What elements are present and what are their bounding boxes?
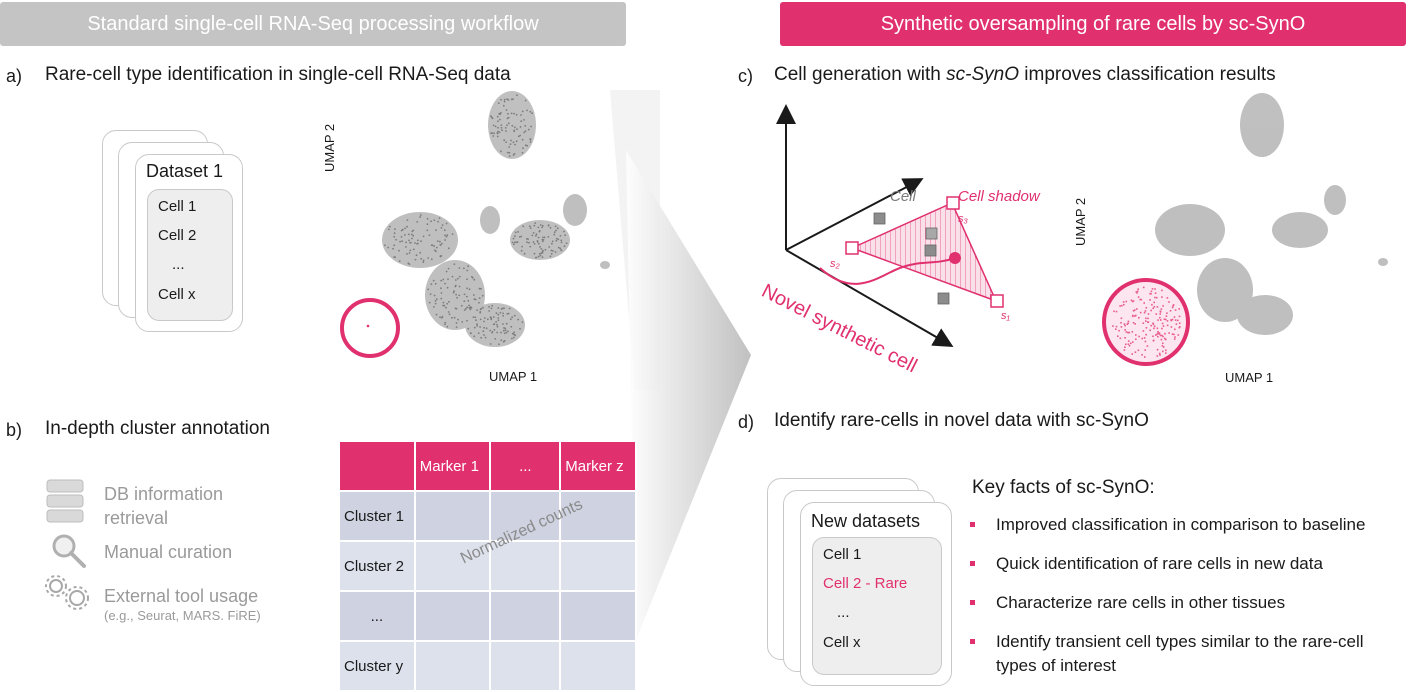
dataset-cell-2: Cell 2 — [158, 227, 197, 244]
flow-arrow — [626, 150, 751, 640]
banner-standard-workflow: Standard single-cell RNA-Seq processing … — [0, 2, 626, 46]
database-icon — [46, 479, 84, 523]
new-dataset-card-title: New datasets — [811, 511, 921, 531]
key-fact-2: Quick identification of rare cells in ne… — [996, 554, 1323, 573]
umap-left-points — [384, 94, 568, 346]
key-fact-4: Identify transient cell types similar to… — [996, 632, 1364, 651]
section-b-label: b) — [6, 420, 23, 440]
rare-cell-circle-right — [1102, 278, 1190, 366]
synthetic-connector — [819, 257, 956, 285]
new-cell-2-rare: Cell 2 - Rare — [823, 575, 908, 592]
key-fact-bullet — [970, 600, 975, 605]
dataset-card: Dataset 1 Cell 1 Cell 2 ... Cell x — [135, 154, 243, 332]
key-fact-bullet — [970, 522, 975, 527]
dataset-cell-ellipsis: ... — [172, 256, 185, 273]
marker-table: Marker 1 ... Marker z Cluster 1 Cluster … — [338, 440, 637, 692]
banner-standard-workflow-text: Standard single-cell RNA-Seq processing … — [87, 12, 539, 35]
cell-cube — [873, 212, 950, 305]
marker-table-row-label: Cluster 2 — [338, 540, 416, 592]
gears-icon — [45, 575, 89, 610]
rare-cells-oversampled — [1112, 286, 1181, 358]
new-cell-x: Cell x — [823, 634, 861, 651]
s2-label: s₂ — [830, 258, 840, 270]
umap-left-clusters — [382, 91, 610, 347]
umap-left-y-label: UMAP 2 — [322, 123, 337, 172]
umap-right-x-label: UMAP 1 — [1225, 370, 1274, 385]
rare-cell-circle-left — [340, 298, 400, 358]
umap-right-plot — [1102, 93, 1388, 366]
key-fact-4-cont: types of interest — [996, 656, 1117, 675]
section-a-label: a) — [6, 66, 23, 86]
section-c-title-post: improves classification results — [1019, 64, 1276, 85]
table-row: Cluster 1 — [338, 490, 637, 542]
marker-table-header-marker-z: Marker z — [559, 440, 637, 492]
new-cell-ellipsis: ... — [837, 604, 850, 621]
db-retrieval-line1: DB information — [104, 484, 224, 504]
umap-left-x-label: UMAP 1 — [489, 369, 538, 384]
dataset-cell-1: Cell 1 — [158, 198, 197, 215]
marker-table-corner — [338, 440, 416, 492]
axis-z — [785, 178, 924, 251]
external-tool-text: External tool usage — [104, 586, 259, 606]
table-row: ... — [338, 590, 637, 642]
new-cell-1: Cell 1 — [823, 546, 862, 563]
section-c-title-pre: Cell generation with — [774, 64, 947, 85]
table-row: Cluster y — [338, 640, 637, 692]
manual-curation-text: Manual curation — [104, 542, 233, 562]
key-fact-3: Characterize rare cells in other tissues — [996, 593, 1286, 612]
table-row: Cluster 2 — [338, 540, 637, 592]
key-fact-1: Improved classification in comparison to… — [996, 515, 1366, 534]
dataset-cell-x: Cell x — [158, 286, 196, 303]
section-d-title: Identify rare-cells in novel data with s… — [774, 410, 1149, 431]
cell-label: Cell — [890, 188, 916, 205]
umap-left-plot — [340, 90, 660, 390]
marker-table-row-label: Cluster 1 — [338, 490, 416, 542]
external-tool-examples: (e.g., Seurat, MARS. FiRE) — [104, 608, 261, 623]
key-fact-bullet — [970, 639, 975, 644]
marker-table-header-row: Marker 1 ... Marker z — [338, 440, 637, 492]
umap-right-y-label: UMAP 2 — [1073, 197, 1088, 246]
umap-right-clusters — [1155, 93, 1388, 335]
marker-table-header-marker-1: Marker 1 — [413, 440, 492, 492]
dataset-cell-list: Cell 1 Cell 2 ... Cell x — [147, 189, 233, 321]
marker-table-row-label: Cluster y — [338, 640, 416, 692]
key-fact-bullet — [970, 561, 975, 566]
rare-cell-point-left — [366, 324, 370, 328]
banner-sc-synO: Synthetic oversampling of rare cells by … — [780, 2, 1406, 46]
marker-table-header-ellipsis: ... — [489, 440, 562, 492]
section-a-title: Rare-cell type identification in single-… — [45, 64, 511, 85]
marker-table-row-label: ... — [338, 590, 416, 642]
db-retrieval-line2: retrieval — [104, 508, 169, 528]
magnifier-icon — [52, 534, 86, 568]
section-c-label: c) — [738, 66, 753, 86]
cell-shadow-triangle — [850, 202, 998, 303]
new-dataset-cell-list: Cell 1 Cell 2 - Rare ... Cell x — [812, 537, 942, 675]
axis-x — [785, 249, 954, 348]
cell-shadow-label: Cell shadow — [958, 188, 1040, 205]
section-c-title: Cell generation with sc-SynO improves cl… — [774, 64, 1276, 86]
section-b-title: In-depth cluster annotation — [45, 418, 270, 439]
dataset-card-title: Dataset 1 — [146, 161, 224, 181]
banner-sc-synO-text: Synthetic oversampling of rare cells by … — [880, 12, 1306, 35]
s1-label: s₁ — [1001, 310, 1010, 322]
synthesis-diagram — [776, 104, 1004, 348]
key-facts-title: Key facts of sc-SynO: — [972, 477, 1155, 498]
s3-label: s₃ — [958, 213, 968, 225]
section-c-title-em: sc-SynO — [946, 64, 1020, 85]
shadow-cubes — [845, 196, 1004, 308]
section-d-label: d) — [738, 412, 755, 432]
new-dataset-card: New datasets Cell 1 Cell 2 - Rare ... Ce… — [800, 502, 952, 686]
